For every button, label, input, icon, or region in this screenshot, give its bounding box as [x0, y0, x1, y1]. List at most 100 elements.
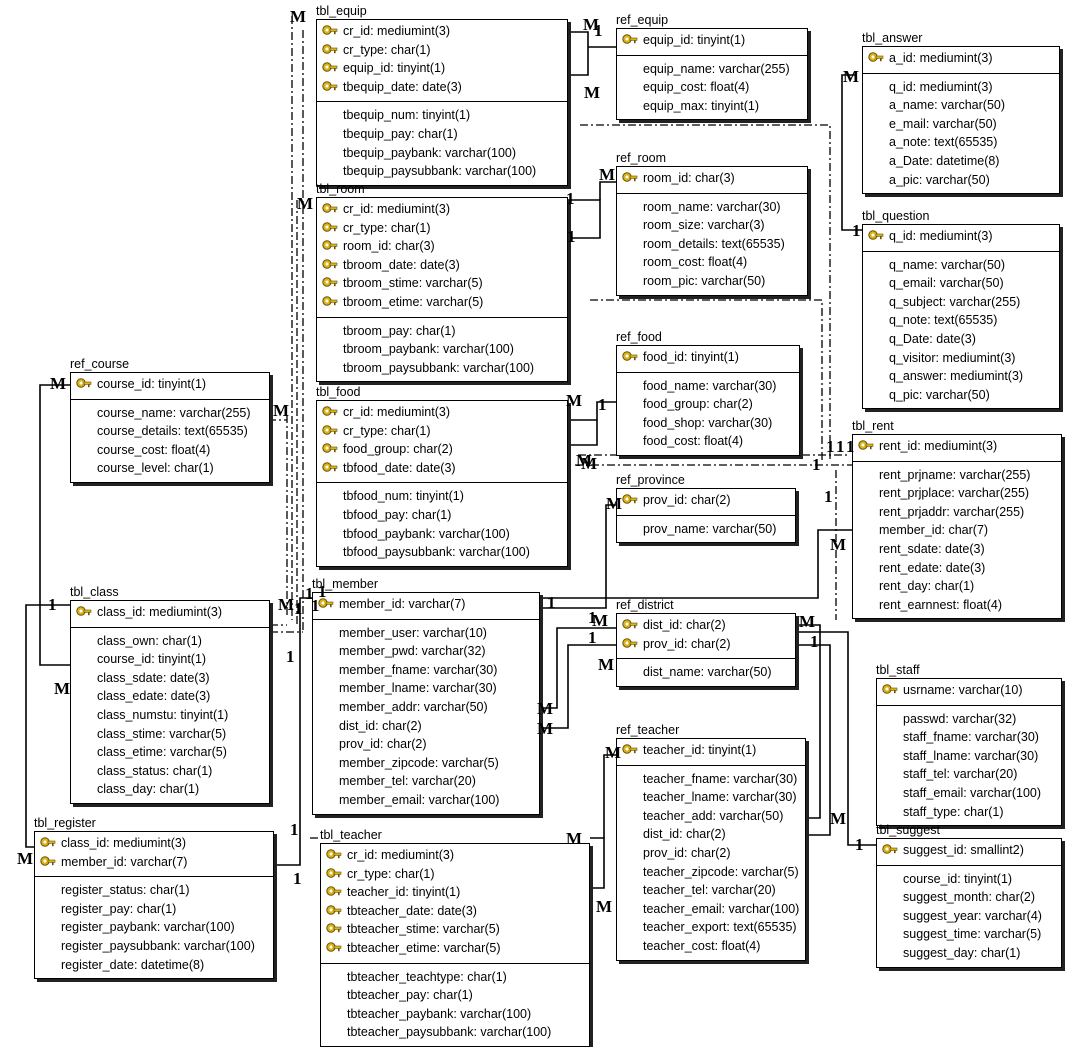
key-icon — [326, 904, 342, 918]
key-divider — [317, 101, 567, 103]
attribute-field: course_id: tinyint(1) — [97, 652, 207, 667]
key-icon — [622, 33, 638, 47]
attribute-field: teacher_tel: varchar(20) — [643, 883, 776, 898]
field-label: cr_type: char(1) — [343, 423, 431, 438]
key-icon — [882, 843, 898, 857]
key-divider — [71, 398, 269, 400]
cardinality-label: 1 — [598, 395, 607, 414]
primary-key-field: cr_id: mediumint(3) — [317, 22, 567, 41]
attribute-field: member_id: char(7) — [879, 523, 989, 538]
field-label: member_id: varchar(7) — [61, 854, 188, 869]
attribute-field: staff_type: char(1) — [903, 804, 1004, 819]
cardinality-label: M — [830, 535, 847, 554]
field-label: member_id: varchar(7) — [339, 597, 466, 611]
attribute-field: q_note: text(65535) — [889, 313, 998, 328]
cardinality-label: M — [297, 194, 314, 213]
cardinality-label: M — [50, 374, 67, 393]
key-icon — [622, 493, 638, 507]
field-label: room_id: char(3) — [343, 239, 435, 254]
primary-key-field: member_id: varchar(7) — [35, 853, 273, 872]
key-icon — [322, 405, 338, 419]
cardinality-label: 1 — [547, 593, 556, 612]
cardinality-label: M — [566, 829, 583, 848]
entity-title: tbl_teacher — [320, 828, 382, 842]
attribute-field: staff_lname: varchar(30) — [903, 748, 1039, 763]
key-icon — [322, 80, 338, 94]
attribute-field: tbteacher_teachtype: char(1) — [347, 969, 507, 984]
entity-box: room_id: char(3)room_name: varchar(30)ro… — [616, 166, 808, 296]
field-label: cr_type: char(1) — [347, 866, 435, 881]
primary-key-field: a_id: mediumint(3) — [863, 49, 1059, 68]
attribute-field: q_visitor: mediumint(3) — [889, 350, 1016, 365]
field-label: cr_id: mediumint(3) — [343, 24, 450, 38]
field-label: prov_id: char(2) — [643, 636, 731, 651]
cardinality-label: M — [537, 699, 554, 718]
key-divider — [617, 764, 805, 766]
key-divider — [877, 704, 1061, 706]
key-icon — [76, 377, 92, 391]
key-divider — [617, 514, 795, 516]
key-icon — [326, 941, 342, 955]
entity-title: tbl_answer — [862, 31, 923, 45]
field-label: tbfood_date: date(3) — [343, 460, 456, 475]
entity-title: tbl_food — [316, 385, 361, 399]
field-label: teacher_id: tinyint(1) — [643, 743, 757, 757]
key-divider — [853, 460, 1061, 462]
cardinality-label: 1 — [588, 608, 597, 627]
entity-box: class_id: mediumint(3)member_id: varchar… — [34, 831, 274, 980]
cardinality-label: M — [278, 595, 295, 614]
attribute-field: equip_name: varchar(255) — [643, 61, 790, 76]
attribute-field: tbroom_paybank: varchar(100) — [343, 342, 514, 357]
key-divider — [617, 658, 795, 660]
cardinality-label: 1 — [318, 582, 327, 601]
primary-key-field: teacher_id: tinyint(1) — [617, 741, 805, 760]
entity-box: member_id: varchar(7)member_user: varcha… — [312, 592, 540, 815]
entity-title: ref_teacher — [616, 723, 680, 737]
attribute-field: rent_earnnest: float(4) — [879, 597, 1002, 612]
field-label: equip_id: tinyint(1) — [343, 61, 446, 76]
key-divider — [317, 316, 567, 318]
attribute-field: passwd: varchar(32) — [903, 711, 1017, 726]
field-label: cr_type: char(1) — [343, 220, 431, 235]
cardinality-label: 1 — [846, 437, 855, 456]
primary-key-field: usrname: varchar(10) — [877, 681, 1061, 700]
field-label: suggest_id: smallint2) — [903, 843, 1024, 857]
cardinality-label: 1 — [855, 835, 864, 854]
cardinality-label: M — [599, 165, 616, 184]
attribute-field: suggest_month: char(2) — [903, 890, 1036, 905]
attribute-field: teacher_add: varchar(50) — [643, 808, 784, 823]
attribute-field: rent_prjname: varchar(255) — [879, 467, 1031, 482]
cardinality-label: M — [799, 612, 816, 631]
entity-title: ref_course — [70, 357, 130, 371]
attribute-field: member_lname: varchar(30) — [339, 681, 497, 696]
attribute-field: tbteacher_pay: char(1) — [347, 988, 473, 1003]
attribute-field: tbfood_num: tinyint(1) — [343, 489, 464, 504]
primary-key-field: equip_id: tinyint(1) — [617, 31, 807, 50]
field-label: cr_type: char(1) — [343, 42, 431, 57]
attribute-field: course_name: varchar(255) — [97, 405, 251, 420]
primary-key-field: cr_type: char(1) — [317, 219, 567, 238]
key-icon — [622, 350, 638, 364]
key-icon — [868, 229, 884, 243]
key-divider — [321, 962, 589, 964]
field-label: equip_id: tinyint(1) — [643, 33, 746, 47]
attribute-field: class_own: char(1) — [97, 633, 202, 648]
key-icon — [622, 171, 638, 185]
primary-key-field: cr_type: char(1) — [321, 865, 589, 884]
primary-key-field: prov_id: char(2) — [617, 491, 795, 510]
primary-key-field: tbroom_stime: varchar(5) — [317, 274, 567, 293]
key-icon — [322, 424, 338, 438]
entity-title: tbl_staff — [876, 663, 920, 677]
entity-box: cr_id: mediumint(3) cr_type: char(1) equip… — [316, 19, 568, 186]
field-label: class_id: mediumint(3) — [97, 605, 223, 619]
attribute-field: class_stime: varchar(5) — [97, 726, 227, 741]
key-icon — [322, 202, 338, 216]
field-label: food_group: char(2) — [343, 442, 453, 457]
field-label: a_id: mediumint(3) — [889, 51, 993, 65]
primary-key-field: cr_id: mediumint(3) — [317, 200, 567, 219]
attribute-field: food_name: varchar(30) — [643, 378, 777, 393]
key-icon — [322, 43, 338, 57]
primary-key-field: cr_id: mediumint(3) — [317, 403, 567, 422]
cardinality-label: M — [598, 655, 615, 674]
attribute-field: class_day: char(1) — [97, 782, 200, 797]
